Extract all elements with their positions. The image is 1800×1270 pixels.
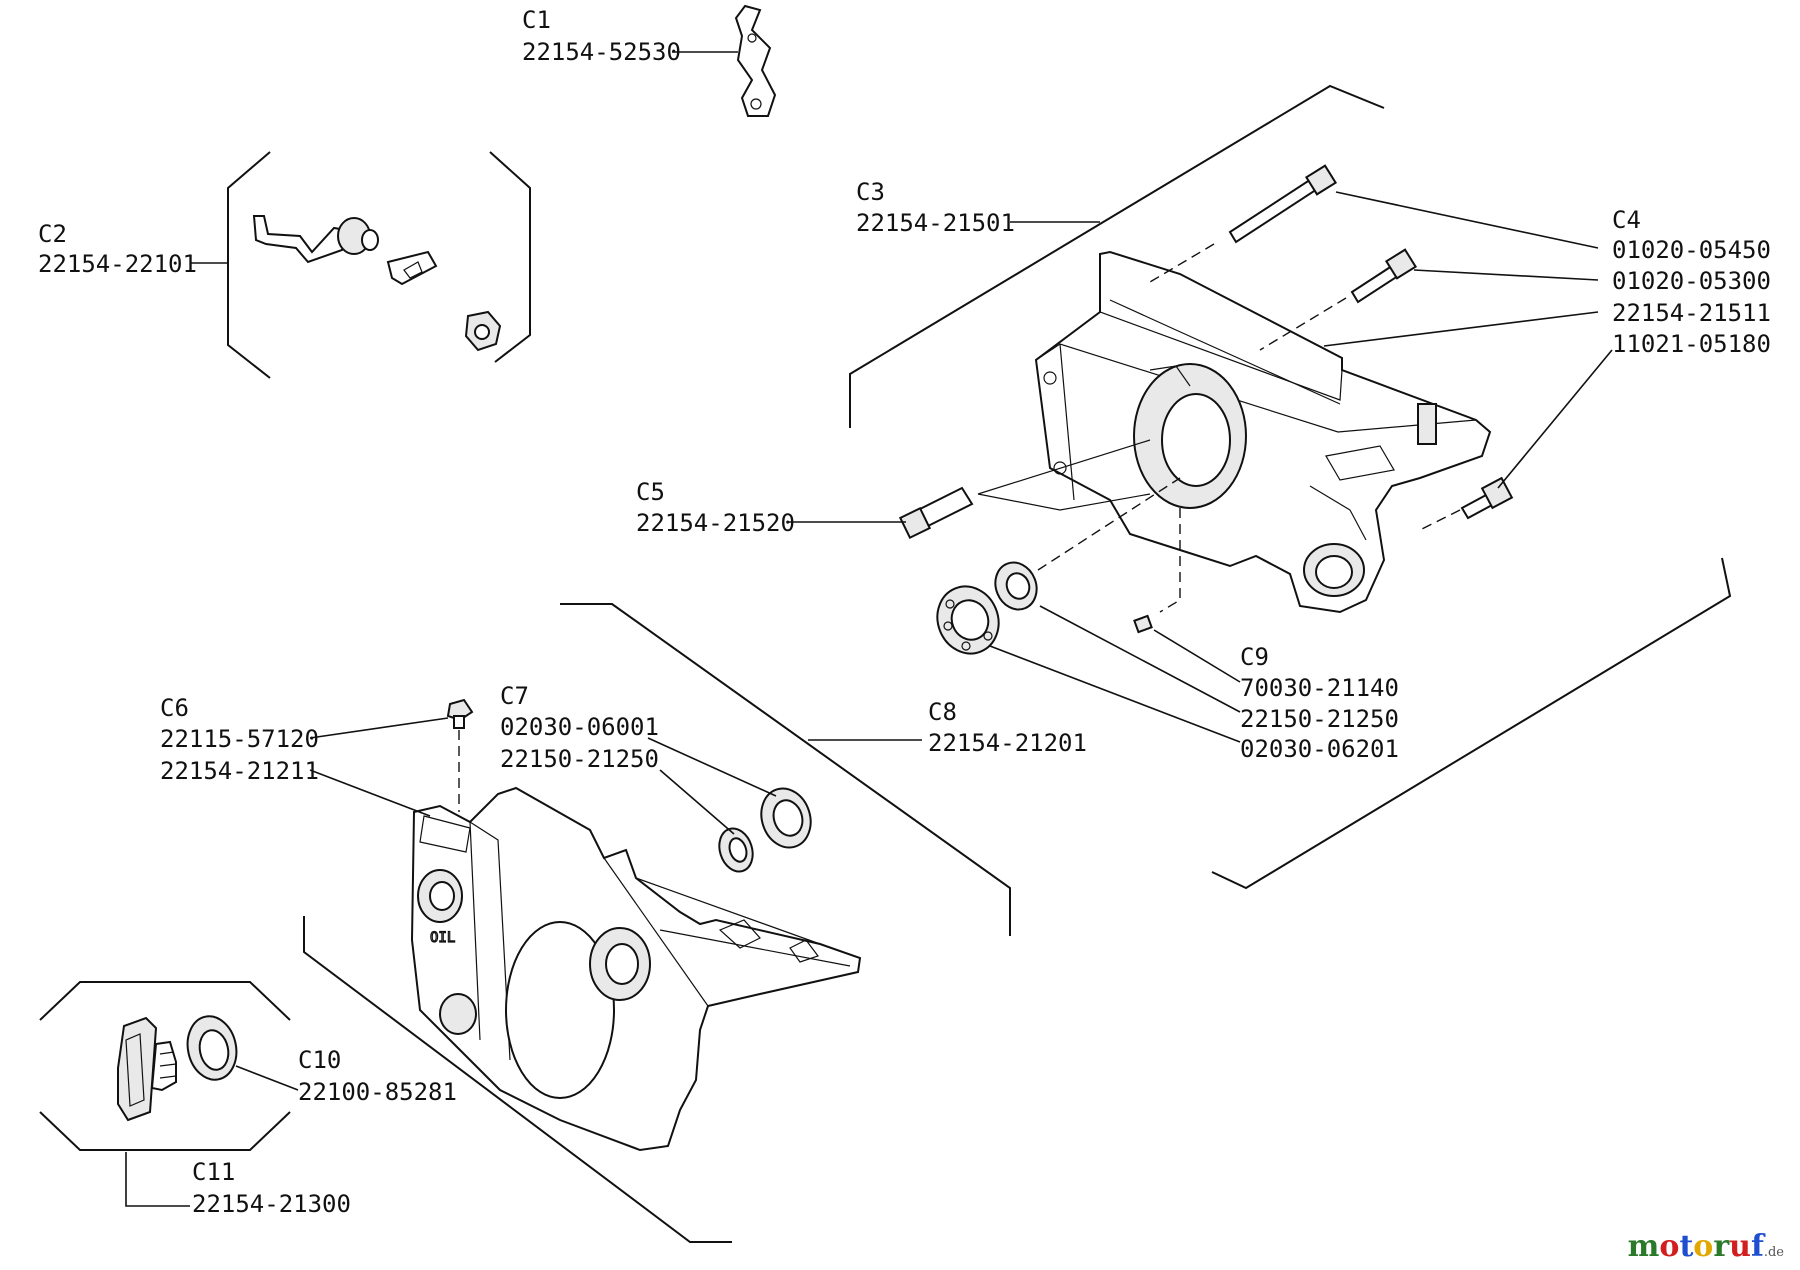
c11-plug-illustration [117, 1016, 177, 1122]
c4-number-1: 01020-05450 [1612, 236, 1771, 264]
c11-callout: C11 22154-21300 [192, 1158, 351, 1218]
c9-leader-1 [1153, 629, 1241, 683]
c8-group-bracket [303, 603, 1011, 1243]
c4-long-bolt-illustration [1228, 164, 1338, 244]
c6-leader-2 [309, 769, 431, 817]
c6-ref: C6 [160, 694, 189, 722]
c8-number-1: 22154-21201 [928, 729, 1087, 757]
c10-ref: C10 [298, 1046, 341, 1074]
c7-number-1: 02030-06001 [500, 713, 659, 741]
c7-ref: C7 [500, 682, 529, 710]
c4-side-bolt-axis [1419, 509, 1461, 531]
c4-long-bolt-axis [1149, 243, 1215, 283]
c4-number-2: 01020-05300 [1612, 267, 1771, 295]
watermark-letter: o [1693, 1229, 1714, 1264]
c10-leader [235, 1065, 299, 1091]
c11-leader [125, 1152, 190, 1207]
c4-leader-2 [1413, 269, 1599, 281]
c2-kit-bracket [227, 151, 531, 379]
c4-number-4: 11021-05180 [1612, 330, 1771, 358]
c5-callout: C5 22154-21520 [636, 478, 795, 537]
watermark-letter: t [1679, 1229, 1694, 1264]
c5-number-1: 22154-21520 [636, 509, 795, 537]
c6-leader-1 [309, 717, 449, 739]
watermark-letter: f [1750, 1229, 1764, 1264]
watermark-letter: o [1659, 1229, 1680, 1264]
c8-ref: C8 [928, 698, 957, 726]
c3-group-bracket [849, 84, 1732, 890]
motoruf-watermark-logo: motoruf.de [1628, 1229, 1784, 1264]
c1-plate-illustration [734, 4, 777, 117]
c10-gasket-illustration [186, 1015, 238, 1081]
c6-callout: C6 22115-57120 22154-21211 [160, 694, 319, 785]
c2-oil-pump-illustration [252, 215, 502, 352]
c10-callout: C10 22100-85281 [298, 1046, 457, 1106]
c3-number-1: 22154-21501 [856, 209, 1015, 237]
watermark-letter: m [1627, 1229, 1660, 1264]
watermark-suffix: .de [1763, 1245, 1784, 1260]
crankcase-upper-illustration [1034, 250, 1492, 614]
c9-number-2: 22150-21250 [1240, 705, 1399, 733]
c1-callout: C1 22154-52530 [522, 6, 681, 66]
c9-shaft-axis [1037, 477, 1181, 571]
c7-oil-seal-illustration [718, 827, 754, 873]
c1-ref: C1 [522, 6, 551, 34]
crankcase-lower-illustration: OIL [410, 786, 862, 1152]
c4-number-3: 22154-21511 [1612, 299, 1771, 327]
c4-side-bolt-illustration [1460, 476, 1514, 520]
c7-leader-2 [659, 769, 735, 835]
c9-number-3: 02030-06201 [1240, 735, 1399, 763]
c3-ref: C3 [856, 178, 885, 206]
c3-callout: C3 22154-21501 [856, 178, 1015, 237]
c9-ref: C9 [1240, 643, 1269, 671]
c10-number-1: 22100-85281 [298, 1078, 457, 1106]
c9-bearing-illustration [936, 585, 1000, 655]
c9-leader-3 [989, 645, 1241, 743]
c1-number-1: 22154-52530 [522, 38, 681, 66]
c4-ref: C4 [1612, 206, 1641, 234]
c2-ref: C2 [38, 220, 67, 248]
c4-leader-4 [1497, 349, 1613, 489]
c4-leader-1 [1335, 191, 1599, 249]
c9-oil-seal-illustration [994, 561, 1038, 611]
c11-number-1: 22154-21300 [192, 1190, 351, 1218]
c6-screw-illustration [446, 698, 474, 729]
c5-pin-illustration [898, 486, 974, 540]
c9-dowel-illustration [1133, 614, 1153, 634]
c2-number-1: 22154-22101 [38, 250, 197, 278]
c7-number-2: 22150-21250 [500, 745, 659, 773]
c7-leader-1 [647, 737, 777, 797]
c5-ref: C5 [636, 478, 665, 506]
watermark-letter: u [1729, 1229, 1751, 1264]
c6-number-2: 22154-21211 [160, 757, 319, 785]
c9-leader-2 [1039, 605, 1241, 713]
c8-callout: C8 22154-21201 [928, 698, 1087, 757]
c6-number-1: 22115-57120 [160, 725, 319, 753]
c9-callout: C9 70030-21140 22150-21250 02030-06201 [1240, 643, 1399, 763]
watermark-letter: r [1713, 1229, 1730, 1264]
c4-callout: C4 01020-05450 01020-05300 22154-21511 1… [1612, 206, 1771, 358]
c9-number-1: 70030-21140 [1240, 674, 1399, 702]
c4-short-bolt-axis [1259, 297, 1347, 351]
c10-kit-bracket [39, 981, 291, 1151]
c7-callout: C7 02030-06001 22150-21250 [500, 682, 659, 773]
svg-text:OIL: OIL [430, 930, 455, 946]
c5-pin-guide [977, 439, 1151, 511]
c4-leader-3 [1323, 311, 1599, 347]
c7-bearing-illustration [760, 787, 812, 849]
c4-short-bolt-illustration [1350, 248, 1418, 304]
c11-ref: C11 [192, 1158, 235, 1186]
c2-callout: C2 22154-22101 [38, 220, 197, 278]
